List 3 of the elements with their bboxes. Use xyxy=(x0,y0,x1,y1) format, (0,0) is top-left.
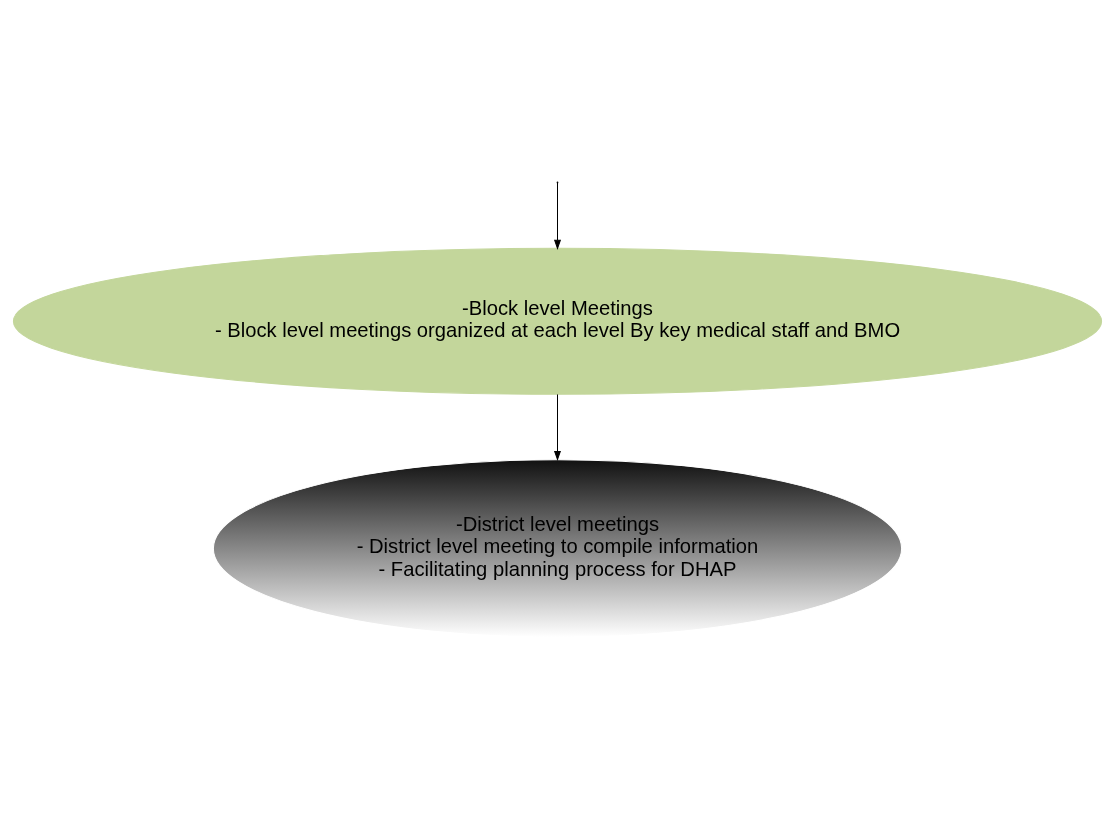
arrow xyxy=(553,182,562,250)
node-ellipse: -Block level Meetings - Block level meetings organized at each level By key medical staff and BMO xyxy=(12,247,1103,395)
arrow xyxy=(553,393,562,462)
